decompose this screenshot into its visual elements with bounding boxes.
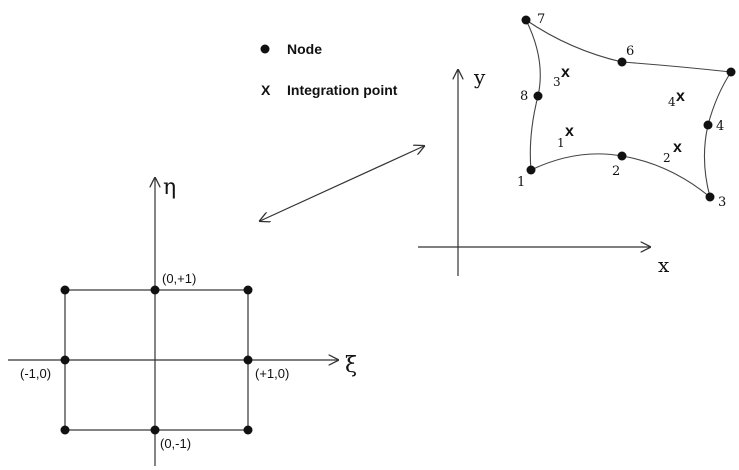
node-label-6: 6 bbox=[626, 44, 634, 59]
physical-node bbox=[726, 67, 736, 77]
parent-node bbox=[60, 425, 70, 435]
coord-label-top: (0,+1) bbox=[162, 271, 196, 286]
parent-node bbox=[243, 425, 253, 435]
node-label-7: 7 bbox=[537, 12, 545, 27]
legend-node-dot bbox=[260, 44, 270, 54]
physical-node bbox=[526, 165, 536, 175]
mapping-arrow bbox=[260, 146, 424, 221]
y-axis-label: y bbox=[473, 65, 486, 89]
integration-point-2: 2 x bbox=[663, 139, 682, 165]
legend-node-label: Node bbox=[287, 41, 322, 57]
integration-point-label: 3 bbox=[553, 75, 561, 89]
legend-integration-symbol: X bbox=[261, 82, 271, 98]
physical-node bbox=[521, 15, 531, 25]
parent-node bbox=[60, 355, 70, 365]
physical-node bbox=[617, 57, 627, 67]
integration-point-mark: x bbox=[561, 64, 570, 81]
coord-label-right: (+1,0) bbox=[255, 366, 289, 381]
physical-node bbox=[705, 192, 715, 202]
parent-node bbox=[60, 285, 70, 295]
legend: Node X Integration point bbox=[260, 41, 398, 98]
eta-axis-label: η bbox=[163, 175, 176, 200]
integration-point-label: 4 bbox=[668, 95, 676, 109]
node-label-1: 1 bbox=[517, 175, 525, 190]
parent-node bbox=[243, 285, 253, 295]
integration-point-label: 2 bbox=[663, 151, 671, 165]
parent-node bbox=[150, 425, 160, 435]
physical-node bbox=[703, 120, 713, 130]
integration-point-4: 4 x bbox=[668, 88, 685, 109]
x-axis-label: x bbox=[658, 253, 670, 277]
physical-element: x y 1 2 3 4 6 7 8 1 x 2 x 3 bbox=[418, 12, 736, 277]
integration-point-mark: x bbox=[676, 88, 685, 105]
physical-node bbox=[617, 151, 627, 161]
node-label-4: 4 bbox=[716, 119, 724, 134]
physical-node bbox=[533, 91, 543, 101]
coord-label-left: (-1,0) bbox=[20, 366, 51, 381]
parent-element: ξ η (0,+1) (-1,0) (+1,0) (0,-1) bbox=[8, 175, 357, 466]
xi-axis-label: ξ bbox=[345, 353, 357, 378]
node-label-3: 3 bbox=[718, 195, 726, 210]
integration-point-1: 1 x bbox=[557, 123, 574, 150]
parent-node bbox=[243, 355, 253, 365]
parent-node bbox=[150, 285, 160, 295]
element-edge-right bbox=[703, 71, 732, 198]
integration-point-mark: x bbox=[673, 139, 682, 156]
node-label-8: 8 bbox=[520, 89, 528, 104]
coord-label-bottom: (0,-1) bbox=[160, 436, 191, 451]
integration-point-label: 1 bbox=[557, 136, 565, 150]
node-label-2: 2 bbox=[612, 164, 620, 179]
integration-point-3: 3 x bbox=[553, 64, 570, 89]
legend-integration-label: Integration point bbox=[287, 82, 398, 98]
element-edge-bottom bbox=[530, 153, 711, 198]
integration-point-mark: x bbox=[565, 123, 574, 140]
